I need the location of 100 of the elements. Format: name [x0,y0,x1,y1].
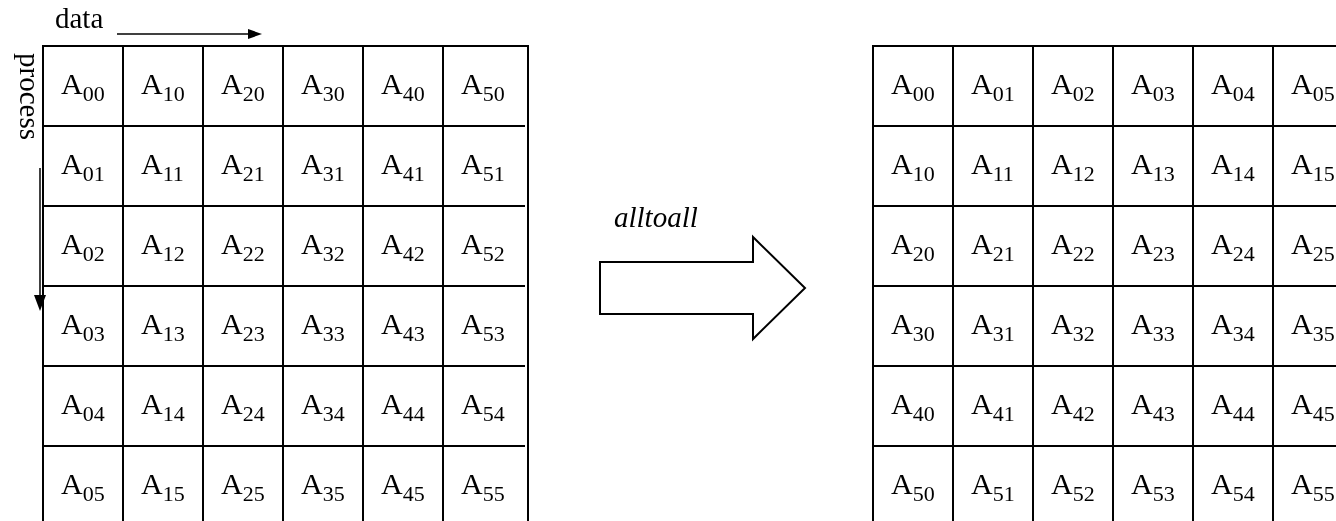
matrix-cell [954,207,1034,287]
element-label: A$_{42}$ [381,229,425,259]
matrix-cell [284,47,364,127]
matrix-cell [364,287,444,367]
element-label: A$_{12}$ [1051,149,1095,179]
matrix-cell [1034,127,1114,207]
matrix-cell [204,207,284,287]
element-label: A$_{01}$ [971,69,1015,99]
element-label: A$_{20}$ [221,69,265,99]
matrix-cell [874,47,954,127]
element-label: A$_{21}$ [971,229,1015,259]
element-label: A$_{05}$ [1291,69,1335,99]
matrix-cell [44,207,124,287]
element-label: A$_{11}$ [971,149,1014,179]
matrix-cell [44,367,124,447]
matrix-cell [1194,287,1274,367]
matrix-cell [954,287,1034,367]
element-label: A$_{32}$ [1051,309,1095,339]
matrix-cell [1194,207,1274,287]
element-label: A$_{04}$ [61,389,105,419]
element-label: A$_{54}$ [461,389,505,419]
element-label: A$_{43}$ [381,309,425,339]
element-label: A$_{21}$ [221,149,265,179]
element-label: A$_{12}$ [141,229,185,259]
matrix-cell [364,127,444,207]
element-label: A$_{55}$ [1291,469,1335,499]
element-label: A$_{53}$ [461,309,505,339]
element-label: A$_{35}$ [301,469,345,499]
element-label: A$_{23}$ [1131,229,1175,259]
element-label: A$_{41}$ [381,149,425,179]
matrix-cell [364,207,444,287]
matrix-cell [284,287,364,367]
element-label: A$_{24}$ [221,389,265,419]
element-label: A$_{40}$ [381,69,425,99]
element-label: A$_{55}$ [461,469,505,499]
matrix-cell [364,47,444,127]
element-label: A$_{52}$ [461,229,505,259]
element-label: A$_{45}$ [381,469,425,499]
matrix-cell [874,367,954,447]
matrix-cell [1114,287,1194,367]
matrix-cell [204,47,284,127]
matrix-cell [124,367,204,447]
matrix-grid [42,45,529,521]
matrix-cell [44,127,124,207]
matrix-cell [124,207,204,287]
element-label: A$_{03}$ [61,309,105,339]
element-label: A$_{15}$ [1291,149,1335,179]
element-label: A$_{31}$ [301,149,345,179]
element-label: A$_{51}$ [461,149,505,179]
matrix-cell [1114,47,1194,127]
edge-label: alltoall [614,203,698,232]
element-label: A$_{43}$ [1131,389,1175,419]
element-label: A$_{10}$ [891,149,935,179]
element-label: A$_{03}$ [1131,69,1175,99]
element-label: A$_{24}$ [1211,229,1255,259]
matrix-cell [124,287,204,367]
element-label: A$_{20}$ [891,229,935,259]
element-label: A$_{32}$ [301,229,345,259]
matrix-cell [204,367,284,447]
matrix-cell [874,287,954,367]
element-label: A$_{13}$ [141,309,185,339]
matrix-grid [872,45,1336,521]
element-label: A$_{05}$ [61,469,105,499]
element-label: A$_{50}$ [461,69,505,99]
element-label: A$_{25}$ [221,469,265,499]
element-label: A$_{33}$ [1131,309,1175,339]
element-label: A$_{50}$ [891,469,935,499]
element-label: A$_{31}$ [971,309,1015,339]
element-label: A$_{54}$ [1211,469,1255,499]
matrix-cell [1034,47,1114,127]
element-label: A$_{34}$ [301,389,345,419]
element-label: A$_{41}$ [971,389,1015,419]
element-label: A$_{52}$ [1051,469,1095,499]
matrix-cell [204,287,284,367]
matrix-cell [364,367,444,447]
matrix-cell [204,127,284,207]
matrix-cell [44,287,124,367]
matrix-cell [1034,287,1114,367]
element-label: A$_{44}$ [381,389,425,419]
matrix-cell [954,367,1034,447]
element-label: A$_{00}$ [891,69,935,99]
element-label: A$_{23}$ [221,309,265,339]
element-label: A$_{45}$ [1291,389,1335,419]
element-label: A$_{44}$ [1211,389,1255,419]
element-label: A$_{04}$ [1211,69,1255,99]
matrix-cell [1114,127,1194,207]
matrix-cell [124,127,204,207]
matrix-cell [1114,207,1194,287]
matrix-cell [1034,367,1114,447]
element-label: A$_{34}$ [1211,309,1255,339]
axis-label: process [15,53,44,140]
element-label: A$_{30}$ [301,69,345,99]
matrix-cell [1114,367,1194,447]
matrix-cell [874,127,954,207]
element-label: A$_{40}$ [891,389,935,419]
element-label: A$_{14}$ [141,389,185,419]
element-label: A$_{51}$ [971,469,1015,499]
matrix-cell [874,207,954,287]
element-label: A$_{02}$ [61,229,105,259]
element-label: A$_{15}$ [141,469,185,499]
